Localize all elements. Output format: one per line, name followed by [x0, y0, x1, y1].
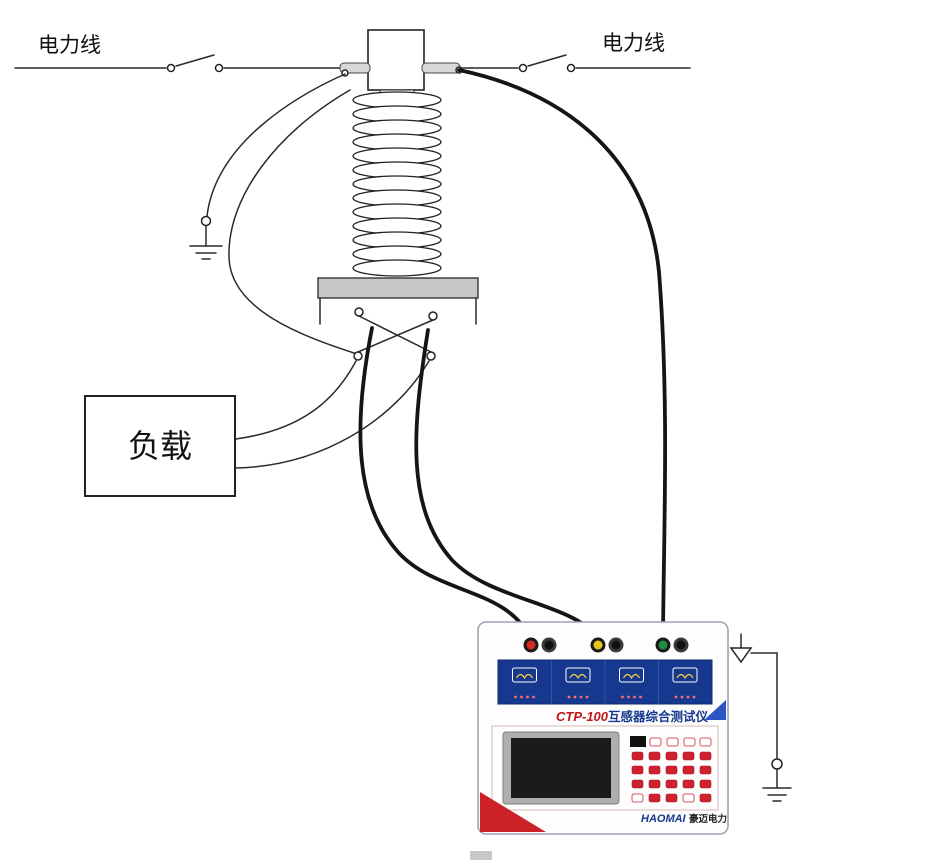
- tester-ground: [729, 633, 792, 802]
- terminal-red: [523, 637, 539, 653]
- tester-model-label: CTP-100: [556, 709, 609, 724]
- keypad-display: [630, 736, 646, 747]
- brand-name-cn: 豪迈电力: [689, 813, 727, 825]
- left-ground: [189, 215, 223, 260]
- bushing-head: [367, 29, 425, 91]
- tester-panel: CTP-100 互感器综合测试仪: [477, 621, 729, 835]
- terminal-green: [655, 637, 671, 653]
- right-disconnect-switch: [457, 54, 691, 73]
- load-wire-upper: [235, 360, 357, 440]
- load-box: 负载: [84, 395, 236, 497]
- winding-icon-3: [619, 667, 644, 683]
- connection-diagram-strip: [497, 659, 713, 705]
- secondary-terminals: [353, 307, 438, 361]
- keypad: [630, 736, 712, 803]
- lcd-screen: [502, 731, 620, 805]
- left-disconnect-switch: [14, 54, 343, 73]
- earth-terminal-icon: [729, 647, 753, 664]
- control-area-frame: [491, 725, 719, 811]
- ct-bushing: [317, 29, 479, 325]
- terminal-yellow: [590, 637, 606, 653]
- load-label: 负载: [128, 428, 192, 464]
- primary-return-wire: [228, 89, 355, 354]
- insulator-sheds: [352, 91, 442, 277]
- power-line-right-label: 电力线: [602, 31, 665, 55]
- test-cable-green: [457, 68, 668, 636]
- winding-icon-4: [672, 667, 698, 683]
- primary-terminal-right: [421, 62, 461, 74]
- terminal-black-2: [608, 637, 624, 653]
- brand-logo: HAOMAI: [641, 813, 687, 825]
- winding-icon-1: [512, 667, 537, 683]
- red-corner-stripe: [480, 792, 546, 832]
- terminal-black-3: [673, 637, 689, 653]
- load-wire-lower: [235, 360, 430, 469]
- terminal-black-1: [541, 637, 557, 653]
- test-cable-red: [358, 326, 531, 638]
- terminal-posts: [523, 637, 689, 653]
- tester-name-label: 互感器综合测试仪: [608, 709, 709, 724]
- power-line-left-label: 电力线: [38, 33, 101, 57]
- artifact-mark: [470, 851, 492, 860]
- mounting-flange: [317, 277, 479, 299]
- corner-triangle-icon: [704, 700, 726, 720]
- primary-to-ground-wire: [206, 73, 346, 217]
- winding-icon-2: [565, 667, 591, 683]
- test-cable-yellow: [414, 328, 599, 638]
